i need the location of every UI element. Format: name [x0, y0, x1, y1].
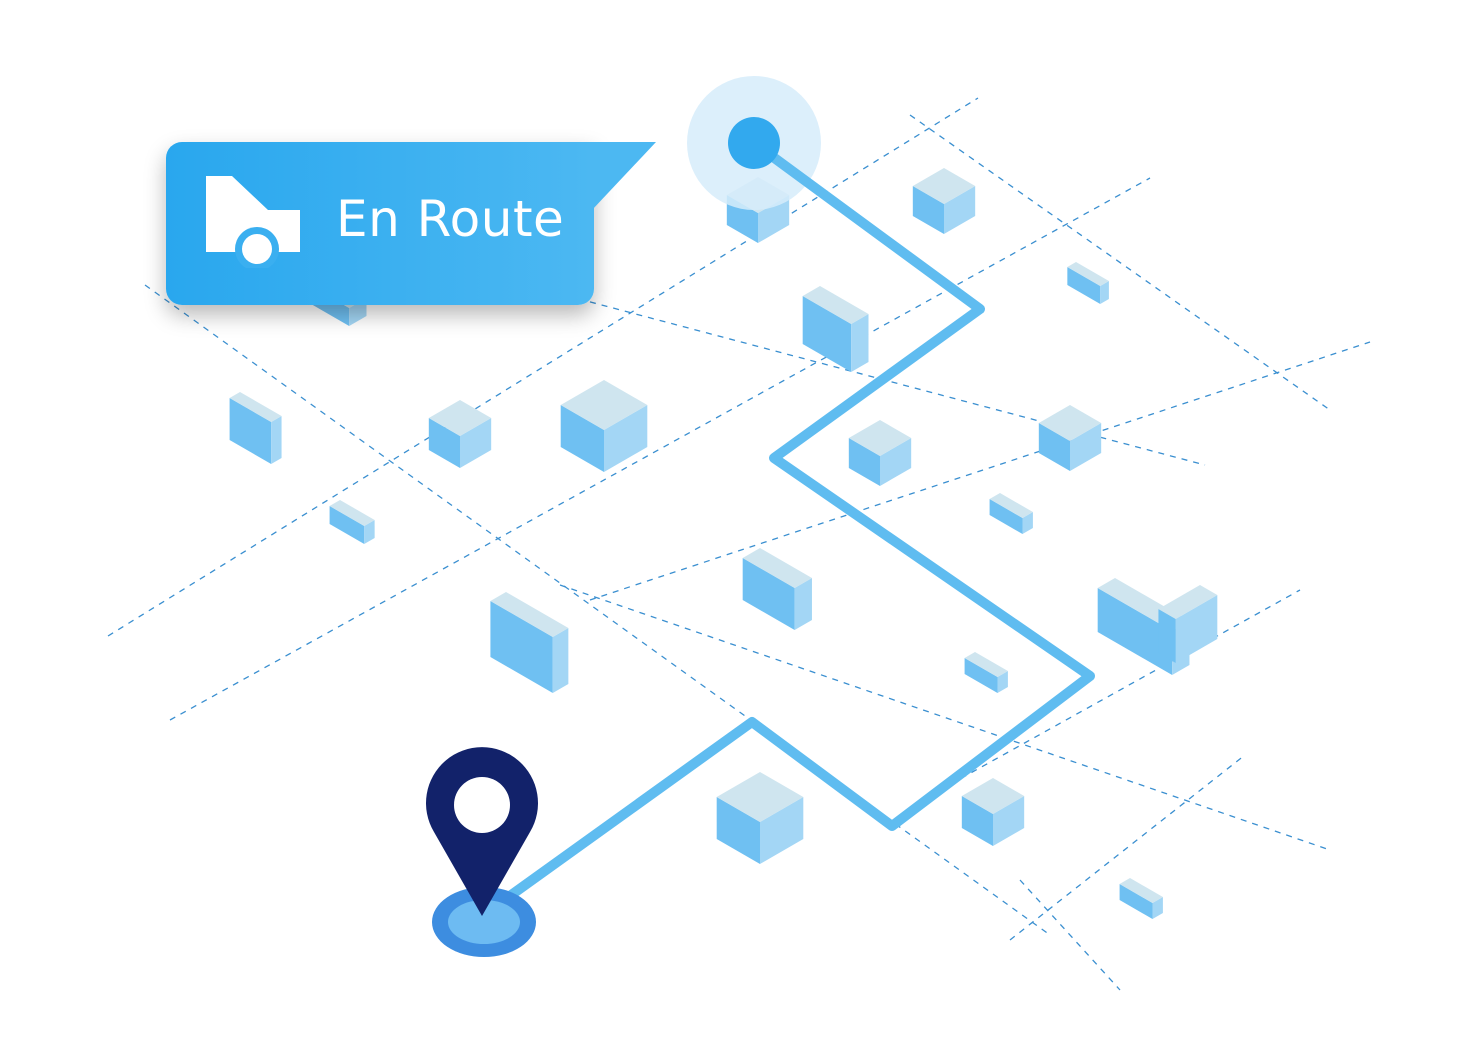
building [964, 652, 1008, 693]
building [989, 493, 1033, 534]
building-face [961, 796, 993, 846]
building-face [802, 296, 852, 372]
building-face [912, 168, 976, 204]
building [742, 548, 812, 630]
status-bubble: En Route [166, 142, 656, 305]
delivery-truck-icon [206, 176, 300, 268]
building-face [604, 405, 648, 472]
building-face [560, 405, 604, 472]
building [1067, 262, 1109, 304]
building-face [989, 499, 1023, 534]
building-face [1022, 512, 1033, 534]
building-face [912, 186, 944, 234]
building-face [428, 400, 492, 436]
building [1038, 405, 1102, 471]
building-face [1158, 609, 1176, 663]
building-face [989, 493, 1033, 518]
building-face [460, 418, 492, 468]
building-face [1119, 884, 1153, 919]
building-face [880, 438, 912, 486]
building [329, 500, 375, 544]
building-face [742, 558, 795, 630]
status-label: En Route [336, 190, 565, 248]
building-face [1175, 595, 1218, 663]
building-face [329, 500, 375, 526]
building-face [349, 298, 367, 326]
building-face [490, 592, 569, 637]
building-face [1070, 423, 1102, 471]
building-face [993, 796, 1025, 846]
building-face [758, 195, 790, 243]
building-face [1038, 423, 1070, 471]
building [1119, 878, 1163, 919]
building-face [428, 418, 460, 468]
building [912, 168, 976, 234]
building-face [716, 797, 760, 864]
building-face [964, 652, 1008, 677]
building-face [271, 416, 282, 464]
building-face [364, 520, 375, 544]
building-face [229, 398, 272, 464]
building-face [944, 186, 976, 234]
building-face [1119, 878, 1163, 903]
building-face [742, 548, 812, 588]
building-face [794, 578, 812, 630]
building-face [760, 797, 804, 864]
building-face [560, 380, 648, 430]
route-path [477, 138, 1095, 921]
building-face [848, 420, 912, 456]
building-face [1067, 262, 1109, 286]
building-face [1067, 267, 1101, 304]
building-face [1038, 405, 1102, 441]
building-face [552, 628, 569, 693]
building [1158, 585, 1218, 663]
building-face [1100, 281, 1109, 304]
building-face [1152, 897, 1163, 919]
building-face [716, 772, 804, 822]
building-face [964, 658, 998, 693]
building [716, 772, 804, 864]
building-face [1158, 585, 1218, 619]
building-face [997, 671, 1008, 693]
building [802, 286, 869, 372]
building [560, 380, 648, 472]
buildings [229, 168, 1218, 919]
building-face [961, 778, 1025, 814]
building-face [848, 438, 880, 486]
building-face [329, 506, 365, 544]
building-face [1097, 588, 1173, 675]
building-face [490, 601, 553, 693]
map-pin-icon [426, 747, 539, 957]
building [428, 400, 492, 468]
building-face [802, 286, 869, 324]
building [490, 592, 569, 693]
building-face [851, 314, 869, 372]
building [229, 392, 282, 464]
building-face [229, 392, 282, 422]
origin-dot-icon [728, 117, 780, 169]
building [961, 778, 1025, 846]
building [848, 420, 912, 486]
